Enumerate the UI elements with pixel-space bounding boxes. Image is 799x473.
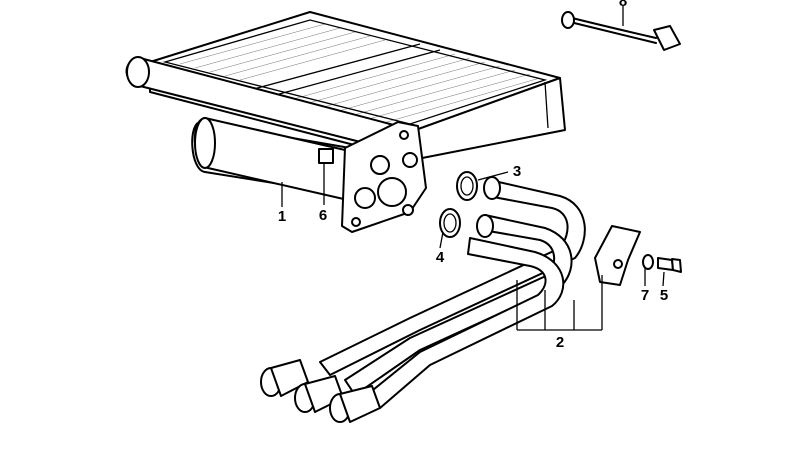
o-rings: [439, 171, 478, 238]
pipe-bracket: [594, 225, 641, 286]
callout-5: 5: [660, 287, 668, 304]
heater-pipes: [260, 176, 586, 423]
callout-8: 8: [619, 0, 627, 10]
callout-6: 6: [319, 207, 327, 224]
pipe-ends: [260, 359, 381, 423]
core-fins: [179, 23, 541, 125]
clip-part-6: [318, 148, 334, 164]
heater-core: [125, 11, 566, 233]
callout-leaders: [281, 6, 665, 331]
washer-and-bolt: [642, 254, 682, 273]
callout-7: 7: [641, 287, 649, 304]
callout-2: 2: [556, 334, 564, 351]
callout-3: 3: [513, 163, 521, 180]
callout-4: 4: [436, 249, 445, 266]
callout-1: 1: [278, 208, 286, 225]
sensor-cable: [561, 11, 681, 51]
